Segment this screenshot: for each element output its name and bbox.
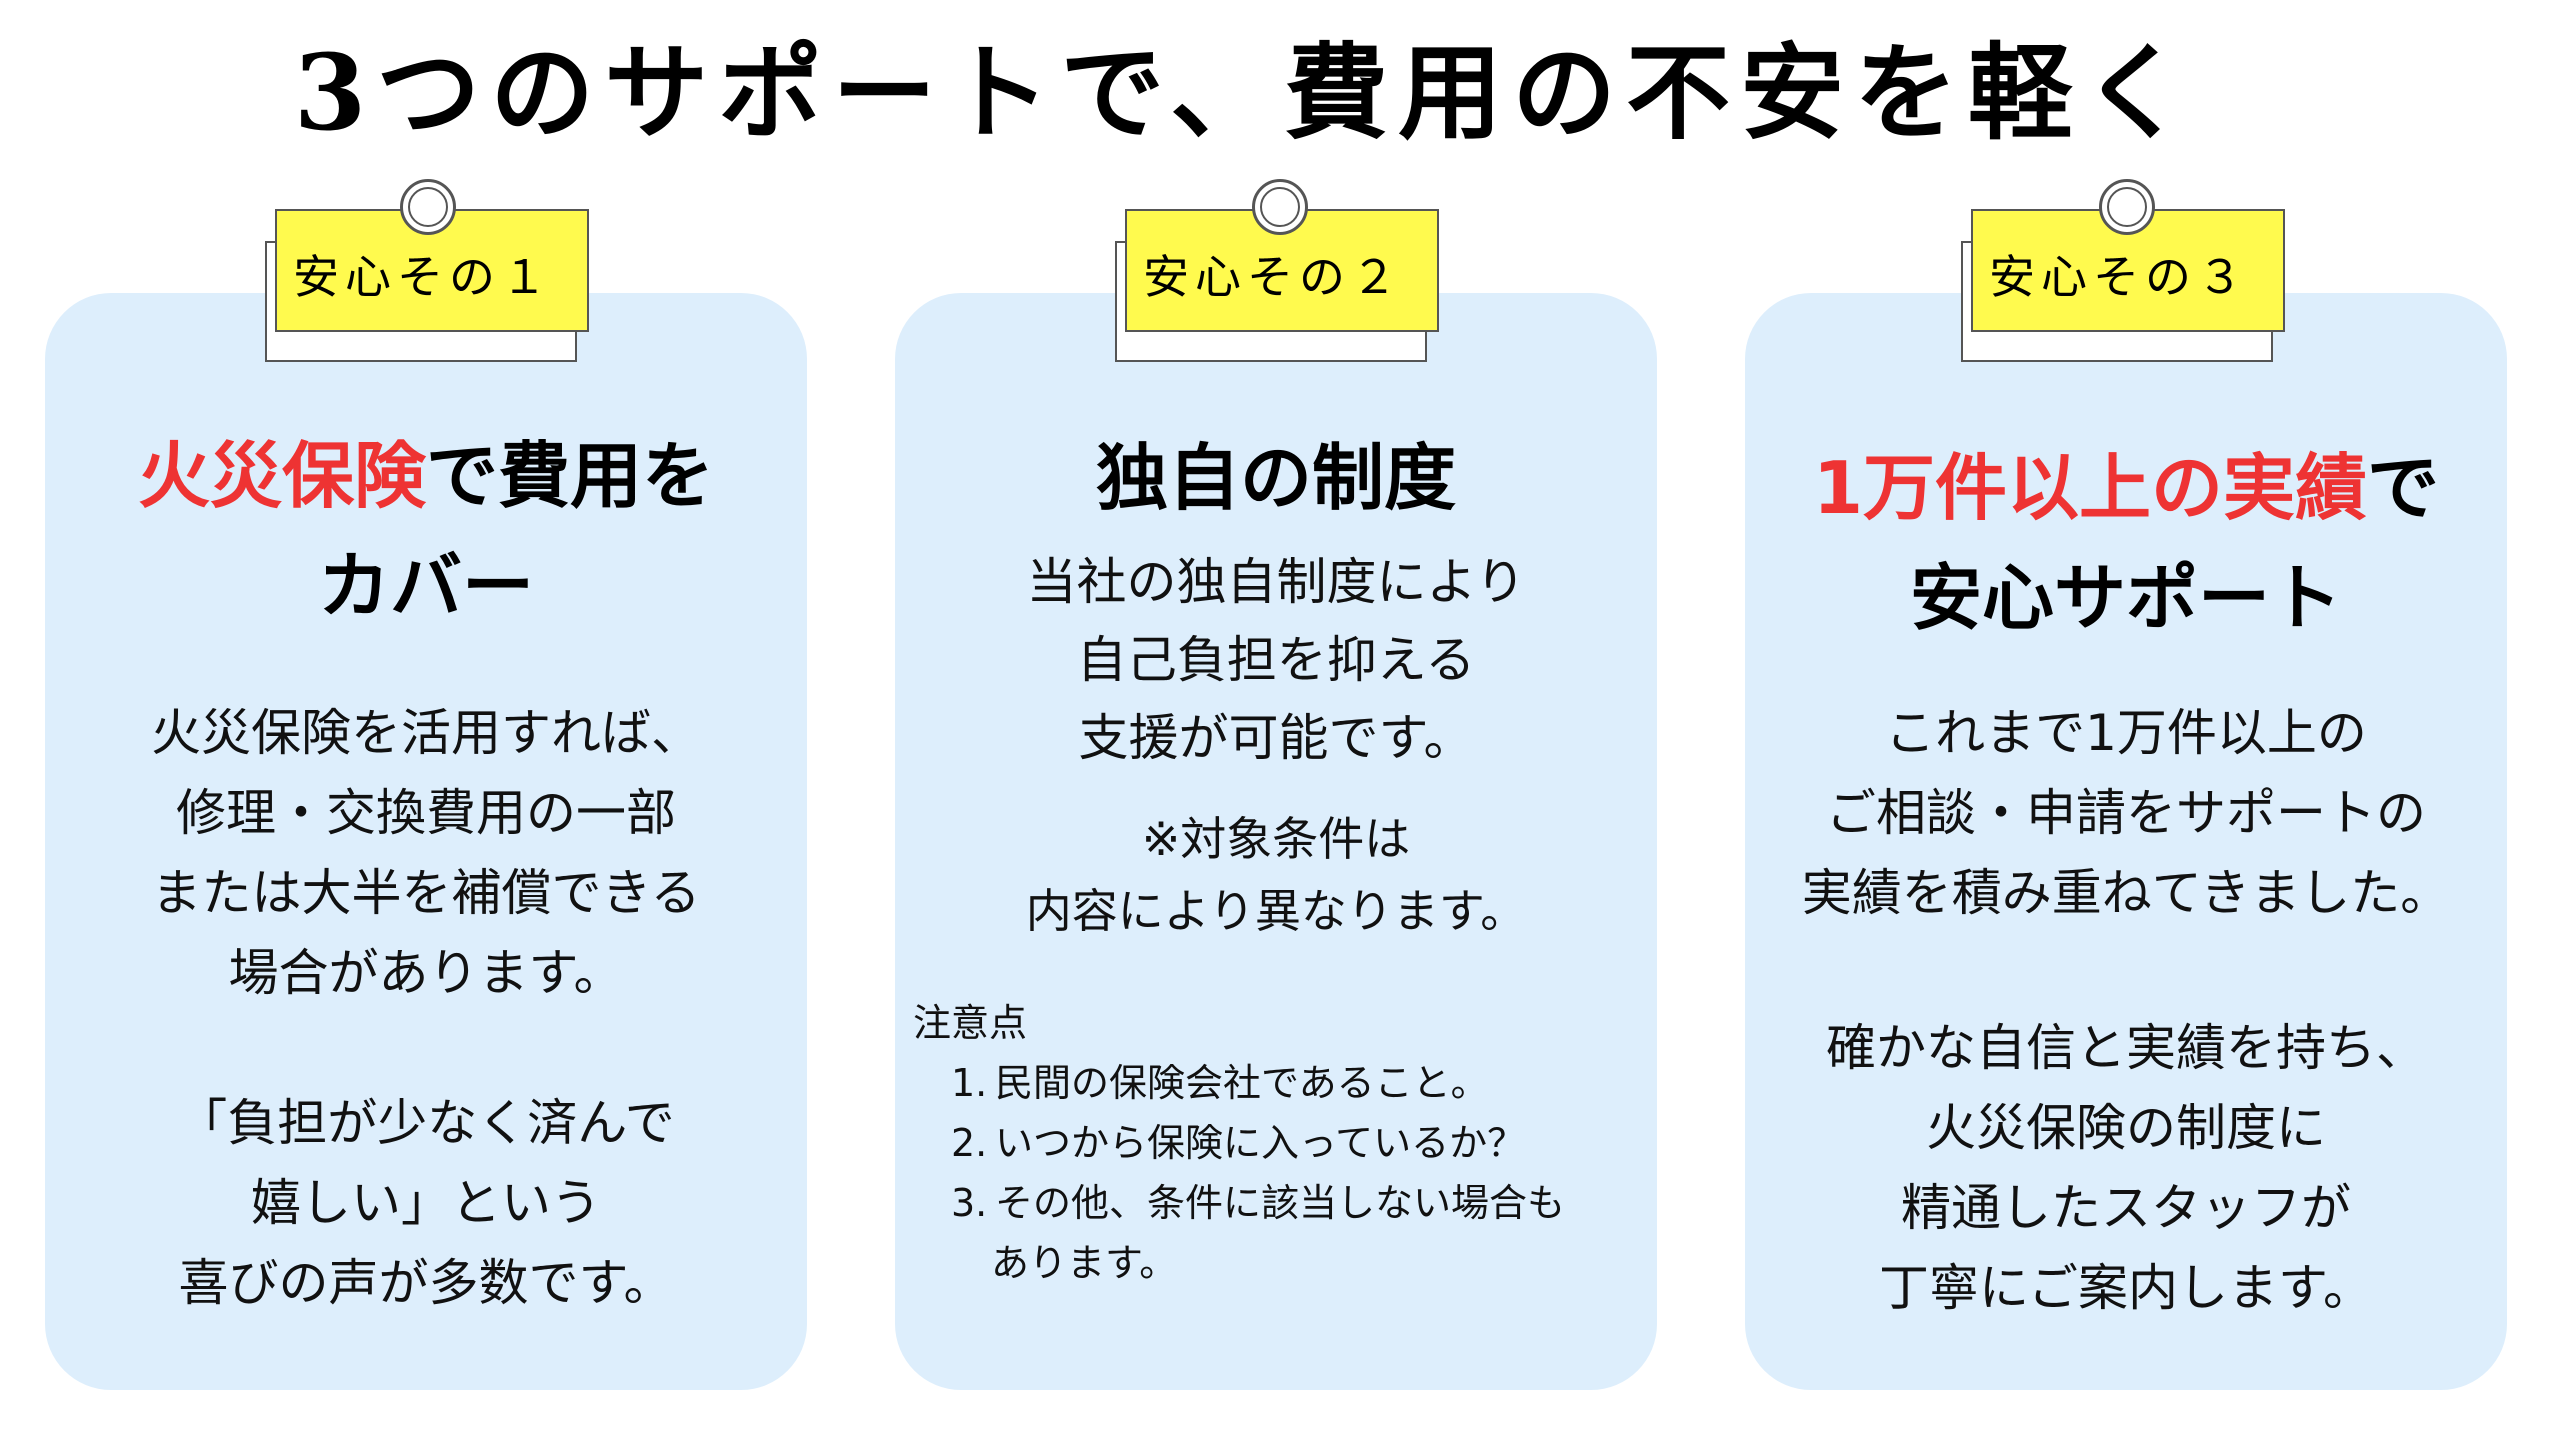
conditions-note: ※対象条件は 内容により異なります。 (895, 803, 1657, 947)
tag-label: 安心その３ (1989, 249, 2249, 304)
caution-item: 1. 民間の保険会社であること。 (951, 1053, 1565, 1113)
text-line: または大半を補償できる (151, 864, 701, 922)
headline-highlight: 火災保険 (137, 434, 426, 518)
text-line: 嬉しい」という (251, 1174, 601, 1232)
caution-heading: 注意点 (913, 1001, 1028, 1045)
caution-item: 3. その他、条件に該当しない場合も (951, 1173, 1565, 1233)
headline-text: で費用を (426, 434, 715, 518)
headline-highlight: 1万件以上の実績 (1812, 446, 2368, 530)
item-text: 民間の保険会社であること。 (995, 1061, 1489, 1105)
text-line: 火災保険の制度に (1926, 1099, 2326, 1157)
text-line: 丁寧にご案内します。 (1879, 1259, 2373, 1317)
headline-text: 独自の制度 (1095, 436, 1456, 520)
card-headline: 独自の制度 (895, 423, 1657, 533)
sticky-note-tag: 安心その３ (1961, 179, 2285, 369)
sticky-note-tag: 安心その１ (265, 179, 589, 369)
text-line: 火災保険を活用すれば、 (151, 704, 701, 762)
pin-ring-icon (1252, 179, 1308, 235)
text-line: 確かな自信と実績を持ち、 (1826, 1019, 2426, 1077)
card-description: 当社の独自制度により 自己負担を抑える 支援が可能です。 (895, 543, 1657, 777)
tag-label: 安心その２ (1143, 249, 1403, 304)
tag-label: 安心その１ (293, 249, 553, 304)
card-headline: 1万件以上の実績で 安心サポート (1745, 433, 2507, 653)
item-text: いつから保険に入っているか？ (995, 1121, 1526, 1165)
card-description: これまで1万件以上の ご相談・申請をサポートの 実績を積み重ねてきました。 (1745, 693, 2507, 933)
caution-item-continuation: あります。 (991, 1241, 1178, 1285)
card-description: 火災保険を活用すれば、 修理・交換費用の一部 または大半を補償できる 場合があり… (45, 693, 807, 1013)
caution-list: 1. 民間の保険会社であること。 2. いつから保険に入っているか？ 3. その… (913, 1053, 1565, 1233)
item-number: 3. (951, 1181, 988, 1225)
sticky-note-front: 安心その２ (1125, 209, 1439, 332)
headline-line-2: 安心サポート (1909, 556, 2342, 640)
pin-ring-icon (400, 179, 456, 235)
item-number: 1. (951, 1061, 988, 1105)
text-line: これまで1万件以上の (1885, 704, 2367, 762)
pin-ring-icon (2099, 179, 2155, 235)
text-line: 精通したスタッフが (1901, 1179, 2351, 1237)
card-headline: 火災保険で費用を カバー (45, 421, 807, 641)
text-line: 修理・交換費用の一部 (176, 784, 676, 842)
customer-voice: 「負担が少なく済んで 嬉しい」という 喜びの声が多数です。 (45, 1083, 807, 1323)
text-line: 実績を積み重ねてきました。 (1801, 864, 2451, 922)
item-number: 2. (951, 1121, 988, 1165)
text-line: ※対象条件は (1141, 812, 1411, 866)
page-title: 3つのサポートで、費用の不安を軽く (293, 31, 2197, 154)
sticky-note-tag: 安心その２ (1115, 179, 1439, 369)
support-card-2: 安心その２ 独自の制度 当社の独自制度により 自己負担を抑える 支援が可能です。… (895, 179, 1657, 1390)
staff-description: 確かな自信と実績を持ち、 火災保険の制度に 精通したスタッフが 丁寧にご案内しま… (1745, 1008, 2507, 1328)
text-line: 当社の独自制度により (1026, 553, 1526, 611)
text-line: 支援が可能です。 (1078, 709, 1474, 767)
support-card-1: 安心その１ 火災保険で費用を カバー 火災保険を活用すれば、 修理・交換費用の一… (45, 179, 807, 1390)
text-line: 「負担が少なく済んで (177, 1094, 675, 1152)
headline-line-2: カバー (317, 544, 534, 628)
text-line: 喜びの声が多数です。 (178, 1254, 674, 1312)
headline-text: で (2367, 446, 2440, 530)
text-line: 場合があります。 (228, 944, 624, 1002)
text-line: 自己負担を抑える (1076, 631, 1476, 689)
text-line: ご相談・申請をサポートの (1826, 784, 2426, 842)
support-card-3: 安心その３ 1万件以上の実績で 安心サポート これまで1万件以上の ご相談・申請… (1745, 179, 2507, 1390)
caution-section: 注意点 1. 民間の保険会社であること。 2. いつから保険に入っているか？ 3… (913, 993, 1565, 1293)
text-line: 内容により異なります。 (1025, 884, 1527, 938)
caution-item: 2. いつから保険に入っているか？ (951, 1113, 1565, 1173)
item-text: その他、条件に該当しない場合も (995, 1181, 1566, 1225)
